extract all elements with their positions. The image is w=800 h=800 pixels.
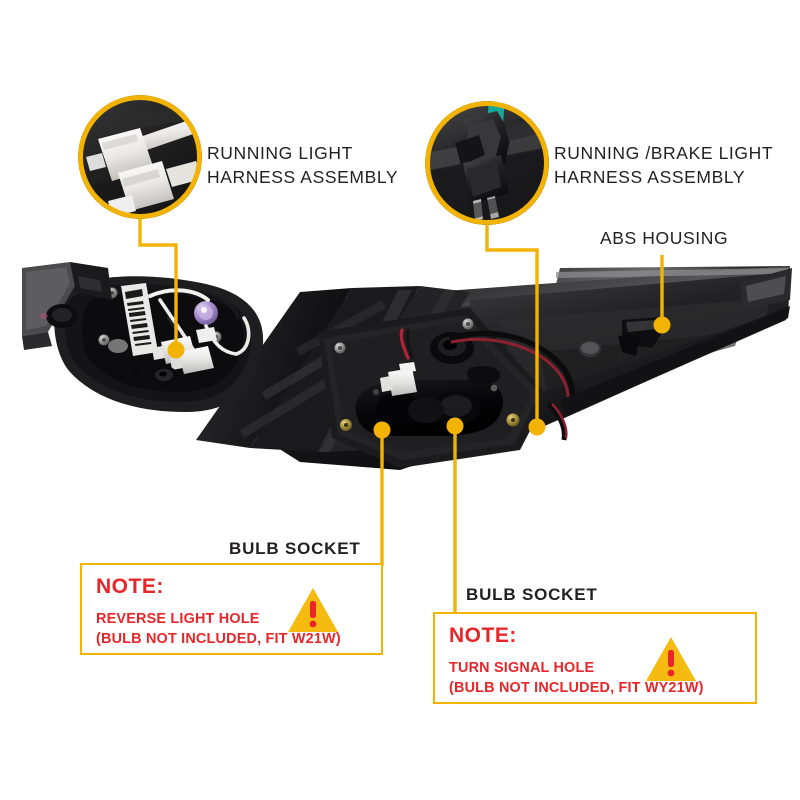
callout-photo-bulb-socket — [425, 101, 549, 225]
label-bulb-socket-right: BULB SOCKET — [466, 585, 598, 604]
note-title: NOTE: — [96, 575, 164, 598]
note-title: NOTE: — [449, 624, 517, 647]
white-connector-small — [380, 362, 417, 396]
label-bulb-socket-left: BULB SOCKET — [229, 539, 361, 558]
label-abs-housing: ABS HOUSING — [600, 228, 729, 248]
note-turn-signal: NOTE: TURN SIGNAL HOLE (BULB NOT INCLUDE… — [433, 612, 757, 704]
callout-label-running-brake-light: RUNNING /BRAKE LIGHT HARNESS ASSEMBLY — [554, 143, 774, 187]
note-body: REVERSE LIGHT HOLE (BULB NOT INCLUDED, F… — [96, 611, 341, 647]
wedge-tip — [560, 268, 792, 416]
left-harness-pocket — [54, 276, 264, 412]
warning-triangle-icon — [288, 588, 338, 632]
note-reverse-light: NOTE: REVERSE LIGHT HOLE (BULB NOT INCLU… — [80, 563, 383, 655]
warning-triangle-icon — [646, 637, 696, 681]
callout-photo-white-connectors — [78, 95, 202, 219]
callout-running-brake-light-harness — [425, 101, 549, 225]
left-tip — [22, 262, 112, 350]
callout-label-running-light: RUNNING LIGHT HARNESS ASSEMBLY — [207, 143, 399, 187]
callout-running-light-harness — [78, 95, 202, 219]
note-body: TURN SIGNAL HOLE (BULB NOT INCLUDED, FIT… — [449, 660, 704, 696]
